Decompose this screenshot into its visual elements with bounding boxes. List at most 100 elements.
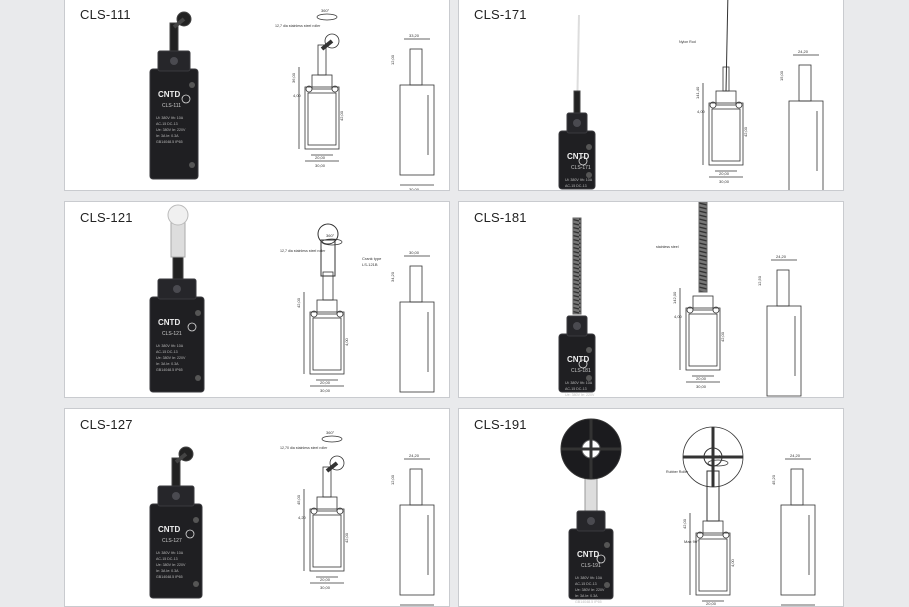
spec-line: GB14048.5 IP65 xyxy=(575,600,602,604)
drawing-side-body xyxy=(788,100,824,190)
drawing-front-head xyxy=(311,74,333,90)
actuator-plate xyxy=(170,220,186,258)
mount-hole xyxy=(189,162,195,168)
drawing-hole xyxy=(336,310,344,318)
dimension-label: 20,00 xyxy=(315,155,326,160)
actuator-coil xyxy=(573,90,581,116)
spec-line: AC-15 DC-13 xyxy=(575,582,597,586)
drawing-hole xyxy=(696,531,704,539)
screw-icon xyxy=(573,119,581,127)
product-code: CLS-171 xyxy=(571,165,591,171)
dimension-label: 30,00 xyxy=(409,187,420,191)
drawing-side-actuator xyxy=(409,265,423,303)
rotation-arrow-icon xyxy=(316,13,338,21)
spec-line: Ui: 380V Ith: 10A xyxy=(565,178,593,182)
drawing-side-body xyxy=(780,504,816,596)
spec-line: Ue: 380V Ie: 220V xyxy=(565,393,595,397)
drawing-front-body xyxy=(685,307,721,371)
spec-line: Ue: 380V Ie: 220V xyxy=(156,563,186,567)
actuator-plate xyxy=(320,239,336,277)
drawing-front-head xyxy=(316,299,338,315)
spec-line: Ue: 380V Ie: 220V xyxy=(565,190,595,191)
dimension-label: 4,20 xyxy=(298,515,307,520)
product-code: CLS-127 xyxy=(162,538,182,544)
material-note: 12,7 dia stainless steel roller xyxy=(280,249,326,253)
drawing-hole xyxy=(686,306,694,314)
material-note: 12,70 dia stainless steel roller xyxy=(280,446,328,450)
drawing-side-body xyxy=(399,504,435,596)
actuator-link xyxy=(325,461,339,473)
dimension-label: 30,00 xyxy=(320,585,331,590)
mount-hole xyxy=(586,144,592,150)
ce-mark-icon xyxy=(578,156,588,166)
material-note: Rubber Roller xyxy=(666,470,689,474)
drawing-front-body xyxy=(304,86,340,150)
mount-hole xyxy=(586,347,592,353)
product-code: CLS-121 xyxy=(162,331,182,337)
dimension-label: 20,00 xyxy=(706,601,717,606)
drawing-hole xyxy=(735,101,743,109)
dimension-label: 20,00 xyxy=(696,376,707,381)
actuator-arm xyxy=(317,44,327,76)
product-code: CLS-191 xyxy=(581,563,601,569)
spec-line: Ui: 380V Ith: 10A xyxy=(565,381,593,385)
drawing-side-body xyxy=(399,301,435,393)
dimension-label: 34,20 xyxy=(390,271,395,282)
spec-line: AC-15 DC-13 xyxy=(156,122,178,126)
actuator-spring xyxy=(698,202,708,293)
spec-line: GB14048.5 IP65 xyxy=(156,368,183,372)
actuator-roller xyxy=(317,223,339,245)
spec-line: GB14048.5 IP65 xyxy=(156,140,183,144)
actuator-link xyxy=(172,17,186,29)
actuator-roller xyxy=(324,33,340,49)
mount-hole xyxy=(189,82,195,88)
drawing-front-inner xyxy=(312,514,342,568)
actuator-roller xyxy=(329,455,345,471)
dimension-label: 12,00 xyxy=(390,474,395,485)
drawing-front-inner xyxy=(312,317,342,371)
drawing-side-actuator xyxy=(798,64,812,102)
dimension-label: 24,20 xyxy=(776,254,787,259)
drawing-hole xyxy=(722,531,730,539)
mount-hole xyxy=(193,581,199,587)
rotation-arrow-icon xyxy=(707,459,729,467)
actuator-arm xyxy=(322,466,332,498)
mount-hole xyxy=(195,375,201,381)
dimension-label: 142,00 xyxy=(672,291,677,304)
mount-hole xyxy=(604,582,610,588)
dimension-label: 42,00 xyxy=(682,518,687,529)
drawing-side-actuator xyxy=(776,269,790,307)
spec-line: Ie: 3A Ie: 0.3A xyxy=(575,594,598,598)
dimension-label: 42,00 xyxy=(339,110,344,121)
drawing-hole xyxy=(305,85,313,93)
spec-line: AC-15 DC-13 xyxy=(156,557,178,561)
dimension-label: 24,20 xyxy=(798,49,809,54)
dimension-label: 12,50 xyxy=(757,275,762,286)
brand-logo: CNTD xyxy=(158,90,180,99)
drawing-front-body xyxy=(309,311,345,375)
ce-mark-icon xyxy=(181,94,191,104)
brand-logo: CNTD xyxy=(158,318,180,327)
spec-line: Ui: 380V Ith: 10A xyxy=(156,551,184,555)
screw-icon xyxy=(173,285,181,293)
actuator-spring xyxy=(572,217,582,315)
spec-line: Ie: 3A Ie: 0.3A xyxy=(156,569,179,573)
drawing-side-actuator xyxy=(409,48,423,86)
model-label: CLS-181 xyxy=(474,210,527,225)
spec-line: Ue: 380V Ie: 220V xyxy=(156,356,186,360)
drawing-side-body xyxy=(766,305,802,397)
screw-icon xyxy=(172,492,180,500)
drawing-front-head xyxy=(702,520,724,536)
angle-label: 360° xyxy=(326,430,335,435)
mount-hole xyxy=(604,542,610,548)
model-label: CLS-121 xyxy=(80,210,133,225)
dimension-label: 24,20 xyxy=(790,453,801,458)
dimension-label: 12,00 xyxy=(390,54,395,65)
dimension-label: 33,20 xyxy=(409,33,420,38)
dimension-label: 141,40 xyxy=(695,86,700,99)
dimension-label: 20,00 xyxy=(719,171,730,176)
